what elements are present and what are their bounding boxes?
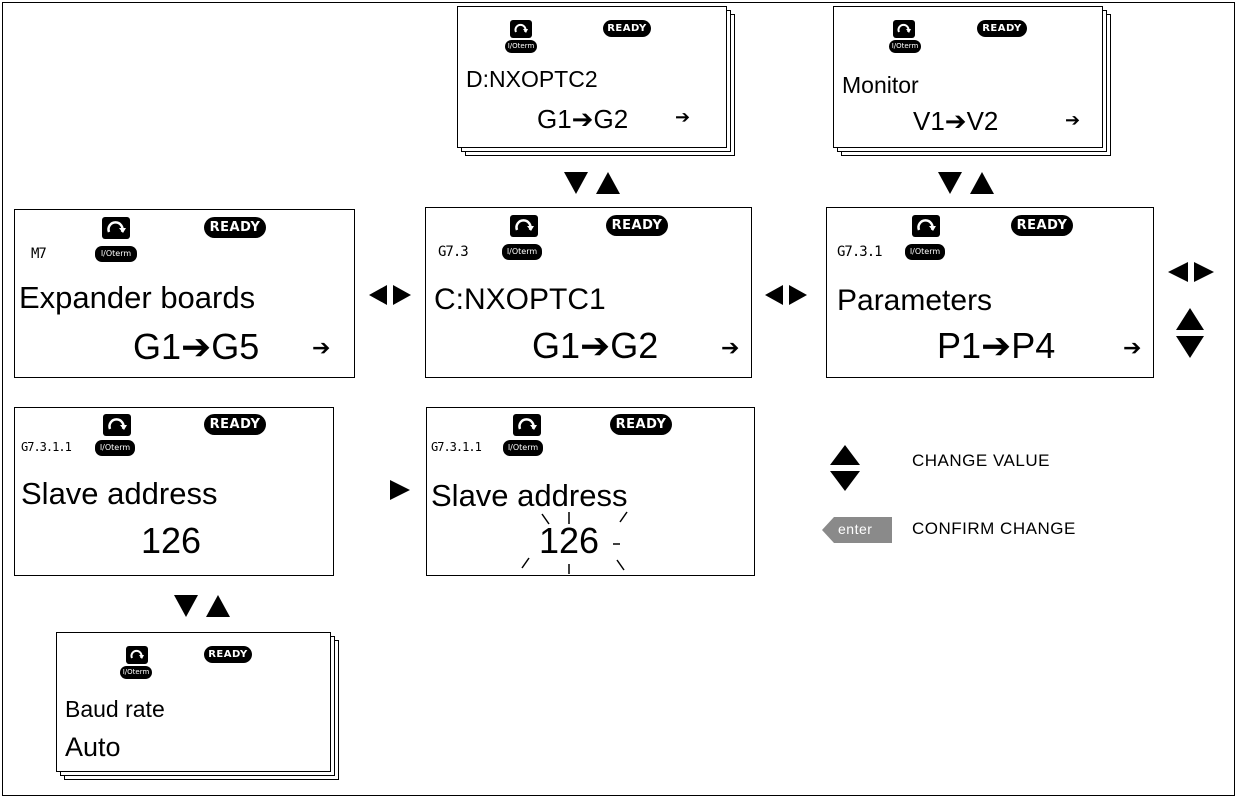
panel-slave-address-edit: READY G7.3.1.1 I/Oterm Slave address 126 <box>426 407 755 576</box>
ready-badge: READY <box>204 414 266 435</box>
up-down-arrows <box>174 595 230 617</box>
io-term-badge: I/Oterm <box>502 244 542 260</box>
run-icon <box>510 20 532 38</box>
ready-badge: READY <box>603 20 651 37</box>
panel-d-nxoptc2: I/Oterm READY D:NXOPTC2 G1➔G2 ➔ <box>457 6 737 156</box>
io-term-badge: I/Oterm <box>505 40 537 53</box>
panel-baud-rate: I/Oterm READY Baud rate Auto <box>56 632 341 782</box>
panel-value: 126 <box>141 520 202 561</box>
io-term-badge: I/Oterm <box>503 440 543 456</box>
up-down-arrows <box>564 172 620 194</box>
menu-code: G7.3 <box>438 244 469 260</box>
right-arrow <box>390 480 410 500</box>
left-right-arrows <box>369 285 411 305</box>
change-value-label: CHANGE VALUE <box>912 451 1050 470</box>
panel-value: Auto <box>65 732 121 762</box>
panel-title: D:NXOPTC2 <box>466 66 598 92</box>
panel-monitor: I/Oterm READY Monitor V1➔V2 ➔ <box>833 6 1113 156</box>
io-term-badge: I/Oterm <box>120 666 152 679</box>
panel-title: Slave address <box>431 478 628 513</box>
submenu-arrow-icon: ➔ <box>721 335 740 360</box>
blink-rays-icon <box>521 511 628 574</box>
run-icon <box>893 20 915 38</box>
enter-key-icon <box>822 517 892 543</box>
panel-title: Expander boards <box>19 280 256 315</box>
up-down-arrows <box>938 172 994 194</box>
ready-badge: READY <box>977 20 1027 37</box>
ready-badge: READY <box>204 217 266 238</box>
up-down-arrows <box>830 445 860 491</box>
panel-title: Monitor <box>842 72 919 98</box>
panel-value: V1➔V2 <box>913 106 999 136</box>
up-down-arrows <box>1176 308 1204 358</box>
panel-slave-address: READY G7.3.1.1 I/Oterm Slave address 126 <box>14 407 334 576</box>
panel-title: Baud rate <box>65 696 165 722</box>
panel-value: G1➔G2 <box>532 325 659 366</box>
panel-value: 126 <box>539 520 600 561</box>
menu-code: G7.3.1.1 <box>431 440 482 454</box>
run-icon <box>513 414 541 436</box>
ready-badge: READY <box>204 646 252 663</box>
ready-badge: READY <box>1011 215 1073 236</box>
io-term-badge: I/Oterm <box>95 440 135 456</box>
io-term-badge: I/Oterm <box>95 246 137 262</box>
panel-title: Slave address <box>21 476 218 511</box>
panel-parameters: READY G7.3.1 I/Oterm Parameters P1➔P4 ➔ <box>826 207 1154 378</box>
menu-code: G7.3.1 <box>837 244 883 260</box>
run-icon <box>103 414 131 436</box>
confirm-change-label: CONFIRM CHANGE <box>912 519 1076 538</box>
left-right-arrows <box>1168 262 1214 282</box>
io-term-badge: I/Oterm <box>889 40 921 53</box>
menu-code: M7 <box>31 246 47 262</box>
io-term-badge: I/Oterm <box>905 244 945 260</box>
panel-c-nxoptc1: READY G7.3 I/Oterm C:NXOPTC1 G1➔G2 ➔ <box>425 207 752 378</box>
menu-code: G7.3.1.1 <box>21 440 72 454</box>
left-right-arrows <box>765 285 807 305</box>
run-icon <box>126 646 148 664</box>
ready-badge: READY <box>610 414 672 435</box>
panel-expander-boards: READY M7 I/Oterm Expander boards G1➔G5 ➔ <box>14 209 355 378</box>
ready-badge: READY <box>606 215 668 236</box>
submenu-arrow-icon: ➔ <box>312 335 331 360</box>
submenu-arrow-icon: ➔ <box>1123 335 1142 360</box>
run-icon <box>102 217 130 239</box>
run-icon <box>912 215 940 237</box>
run-icon <box>510 215 538 237</box>
panel-title: C:NXOPTC1 <box>434 283 606 316</box>
panel-title: Parameters <box>837 284 993 317</box>
submenu-arrow-icon: ➔ <box>1065 110 1081 130</box>
panel-value: P1➔P4 <box>937 325 1056 366</box>
submenu-arrow-icon: ➔ <box>675 107 691 127</box>
panel-value: G1➔G2 <box>537 104 629 134</box>
enter-key-label: enter <box>838 521 873 537</box>
panel-value: G1➔G5 <box>133 326 260 367</box>
